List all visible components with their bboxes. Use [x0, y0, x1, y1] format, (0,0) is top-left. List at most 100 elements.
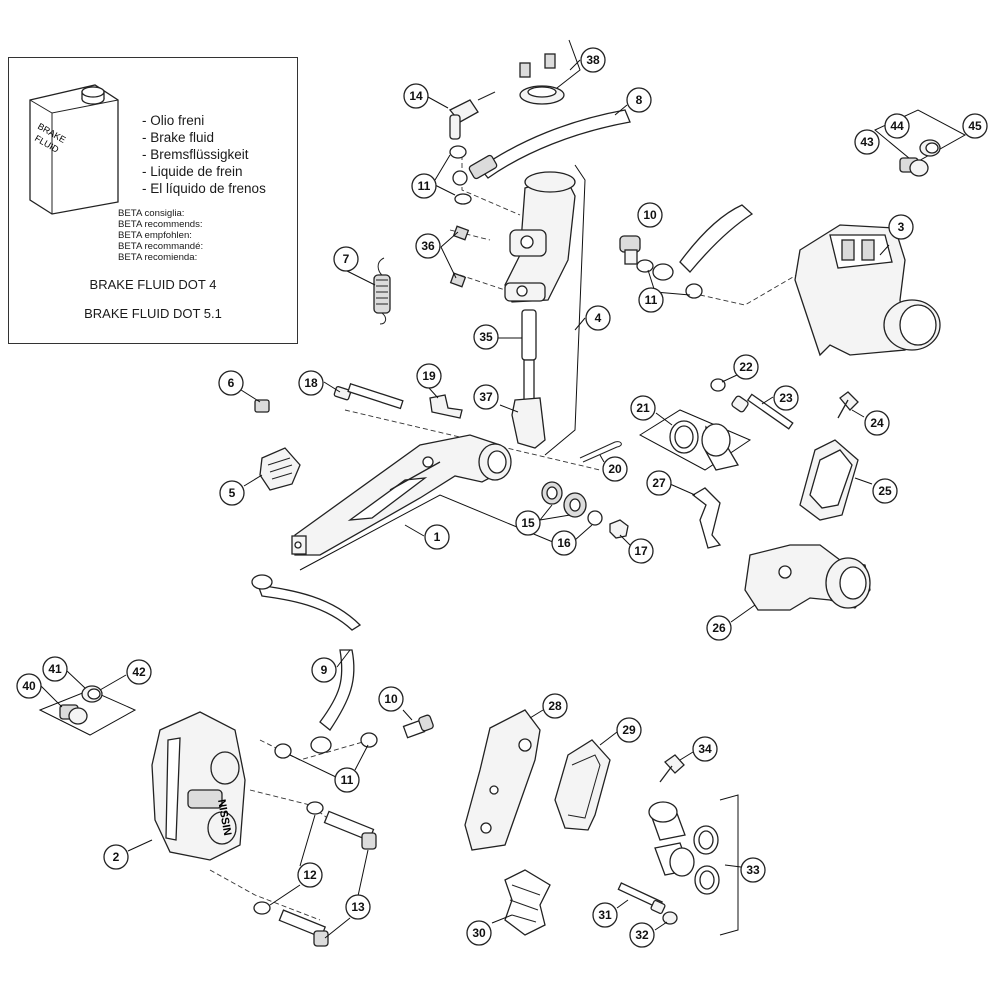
pad-pin-23 — [731, 393, 794, 430]
svg-text:15: 15 — [521, 516, 535, 530]
callout-25: 25 — [872, 478, 898, 504]
clevis-37 — [511, 397, 546, 449]
svg-text:13: 13 — [351, 900, 365, 914]
svg-text:36: 36 — [421, 239, 435, 253]
brake-fluid-can-icon: BRAKE FLUID — [29, 84, 119, 215]
callout-32: 32 — [629, 922, 655, 948]
svg-text:1: 1 — [434, 530, 441, 544]
callout-10-top: 10 — [637, 202, 663, 228]
svg-text:17: 17 — [634, 544, 648, 558]
callout-24: 24 — [864, 410, 890, 436]
caliper-bracket-26 — [744, 544, 871, 611]
callout-12: 12 — [297, 862, 323, 888]
callout-41: 41 — [42, 656, 68, 682]
rear-caliper-3 — [794, 224, 941, 357]
return-spring-7 — [373, 257, 391, 325]
brake-pads-29 — [554, 739, 611, 831]
rear-hose — [679, 204, 754, 273]
callout-33: 33 — [740, 857, 766, 883]
svg-text:10: 10 — [384, 692, 398, 706]
svg-text:16: 16 — [557, 536, 571, 550]
callout-34: 34 — [692, 736, 718, 762]
washer-11-d — [636, 259, 654, 273]
svg-text:10: 10 — [643, 208, 657, 222]
dash-line-h — [209, 869, 321, 921]
bleeder-cap-40-42 — [59, 685, 103, 725]
callout-27: 27 — [646, 470, 672, 496]
cotter-pin-20 — [579, 441, 622, 463]
callout-28: 28 — [542, 693, 568, 719]
svg-text:38: 38 — [586, 53, 600, 67]
callout-18: 18 — [298, 370, 324, 396]
pad-spring-27 — [691, 487, 722, 549]
svg-text:28: 28 — [548, 699, 562, 713]
callout-15: 15 — [515, 510, 541, 536]
brake-pedal-1 — [291, 434, 512, 556]
washer-11-a — [449, 145, 467, 159]
reservoir-cap-38 — [519, 53, 565, 105]
dot51-label: BRAKE FLUID DOT 5.1 — [84, 306, 222, 321]
callout-14: 14 — [403, 83, 429, 109]
svg-text:29: 29 — [622, 723, 636, 737]
pad-pin-31 — [617, 882, 666, 915]
bleeder-24 — [837, 391, 859, 419]
pivot-bolt-18 — [333, 383, 404, 410]
callout-29: 29 — [616, 717, 642, 743]
bracket-28 — [464, 709, 541, 851]
bolt-13-upper — [323, 810, 377, 850]
svg-text:32: 32 — [635, 928, 649, 942]
dash-line-d — [699, 269, 806, 306]
callout-30: 30 — [466, 920, 492, 946]
callout-11-bottom: 11 — [334, 767, 360, 793]
bolt-13-lower — [278, 909, 329, 947]
callout-7: 7 — [333, 246, 359, 272]
callout-36: 36 — [415, 233, 441, 259]
fluid-name-es: - El líquido de frenos — [142, 181, 266, 196]
washer-11-f — [274, 743, 292, 759]
svg-text:35: 35 — [479, 330, 493, 344]
pin-19 — [429, 394, 463, 419]
frame-21 — [639, 409, 752, 471]
callout-6: 6 — [218, 370, 244, 396]
bolt-6 — [254, 399, 270, 413]
pushrod-35 — [521, 309, 537, 406]
frame-4 — [544, 164, 586, 456]
washer-11-e — [685, 283, 703, 299]
fluid-name-it: - Olio freni — [142, 113, 205, 128]
svg-text:6: 6 — [228, 376, 235, 390]
svg-text:2: 2 — [113, 850, 120, 864]
dot4-label: BRAKE FLUID DOT 4 — [89, 277, 217, 292]
svg-text:12: 12 — [303, 868, 317, 882]
svg-text:19: 19 — [422, 369, 436, 383]
callout-11-right: 11 — [638, 287, 664, 313]
callout-11-top: 11 — [411, 173, 437, 199]
callout-40: 40 — [16, 673, 42, 699]
recommendation-list: BETA consiglia: BETA recommends: BETA em… — [118, 208, 203, 263]
washer-11-c — [454, 193, 472, 205]
callout-20: 20 — [602, 456, 628, 482]
svg-text:3: 3 — [898, 220, 905, 234]
svg-text:44: 44 — [890, 119, 904, 133]
banjo-bolt-10-upper — [619, 235, 641, 265]
callout-38: 38 — [580, 47, 606, 73]
callout-26: 26 — [706, 615, 732, 641]
svg-text:20: 20 — [608, 462, 622, 476]
svg-text:21: 21 — [636, 401, 650, 415]
svg-text:45: 45 — [968, 119, 982, 133]
callout-16: 16 — [551, 530, 577, 556]
svg-text:33: 33 — [746, 863, 760, 877]
hose-banjo-eye-front — [310, 736, 332, 754]
bleeder-34 — [659, 754, 685, 783]
dash-line-a — [461, 155, 521, 216]
washer-11-g — [360, 732, 378, 748]
callout-45: 45 — [962, 113, 988, 139]
master-cylinder-4 — [504, 171, 576, 303]
hose-end-8 — [468, 154, 498, 180]
callout-10-bottom: 10 — [378, 686, 404, 712]
plug-32 — [662, 911, 678, 925]
svg-text:24: 24 — [870, 416, 884, 430]
callout-23: 23 — [773, 385, 799, 411]
callouts: 38 8 14 11 44 45 43 10 3 36 7 11 4 35 22… — [16, 47, 988, 948]
callout-44: 44 — [884, 113, 910, 139]
